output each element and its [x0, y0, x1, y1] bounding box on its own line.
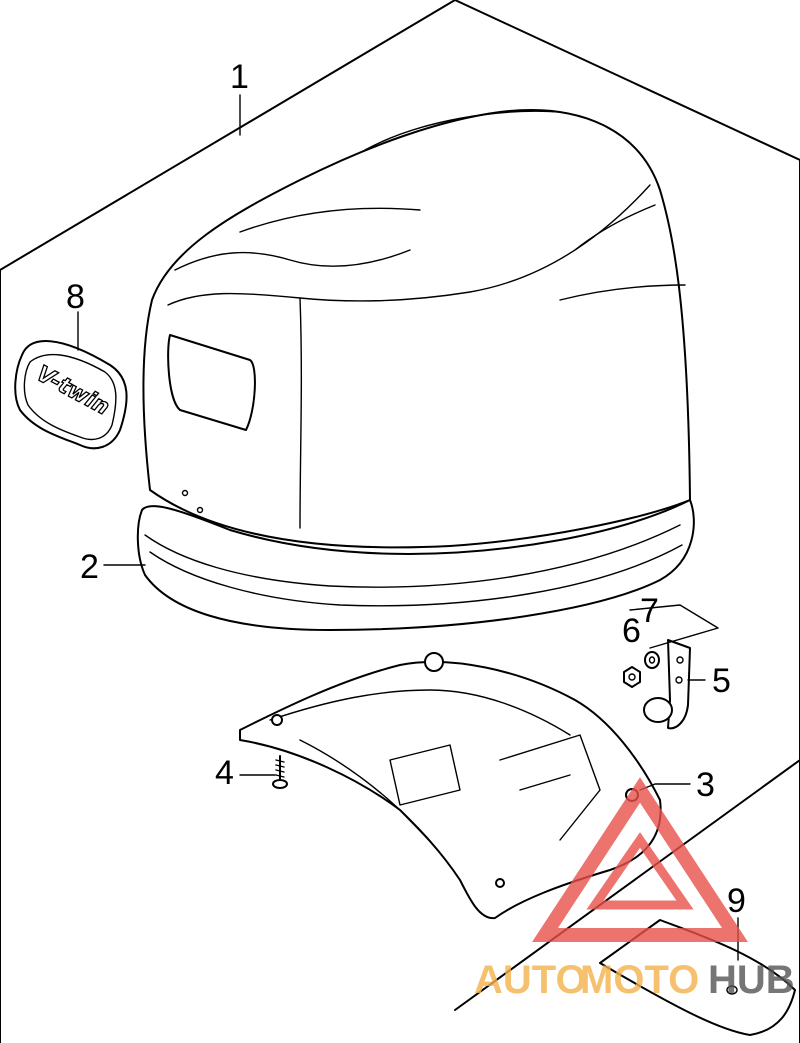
tapping-screw — [272, 755, 288, 789]
nut — [623, 666, 641, 688]
bracket — [643, 639, 691, 730]
v-twin-emblem: V-twin — [14, 340, 128, 450]
watermark-auto: AUTO — [474, 958, 587, 1002]
callout-labels: 1 2 3 4 5 6 7 8 9 — [66, 58, 746, 920]
engine-cover — [142, 109, 691, 549]
bottom-cowl — [239, 652, 662, 920]
callout-4: 4 — [215, 754, 234, 792]
watermark-inner-triangle-icon — [586, 832, 694, 910]
callout-6: 6 — [622, 612, 641, 650]
watermark-moto: MOTO — [580, 958, 699, 1002]
callout-7: 7 — [640, 592, 659, 630]
watermark-hub: HUB — [708, 958, 795, 1002]
callout-3: 3 — [696, 766, 715, 804]
callout-9: 9 — [727, 882, 746, 920]
watermark: AUTO MOTO HUB — [474, 777, 795, 1002]
callout-8: 8 — [66, 278, 85, 316]
callout-5: 5 — [712, 662, 731, 700]
callout-2: 2 — [80, 548, 99, 586]
washer — [644, 651, 660, 669]
seal-gasket — [136, 499, 695, 631]
callout-1: 1 — [230, 58, 249, 96]
watermark-triangle-icon — [532, 777, 748, 942]
